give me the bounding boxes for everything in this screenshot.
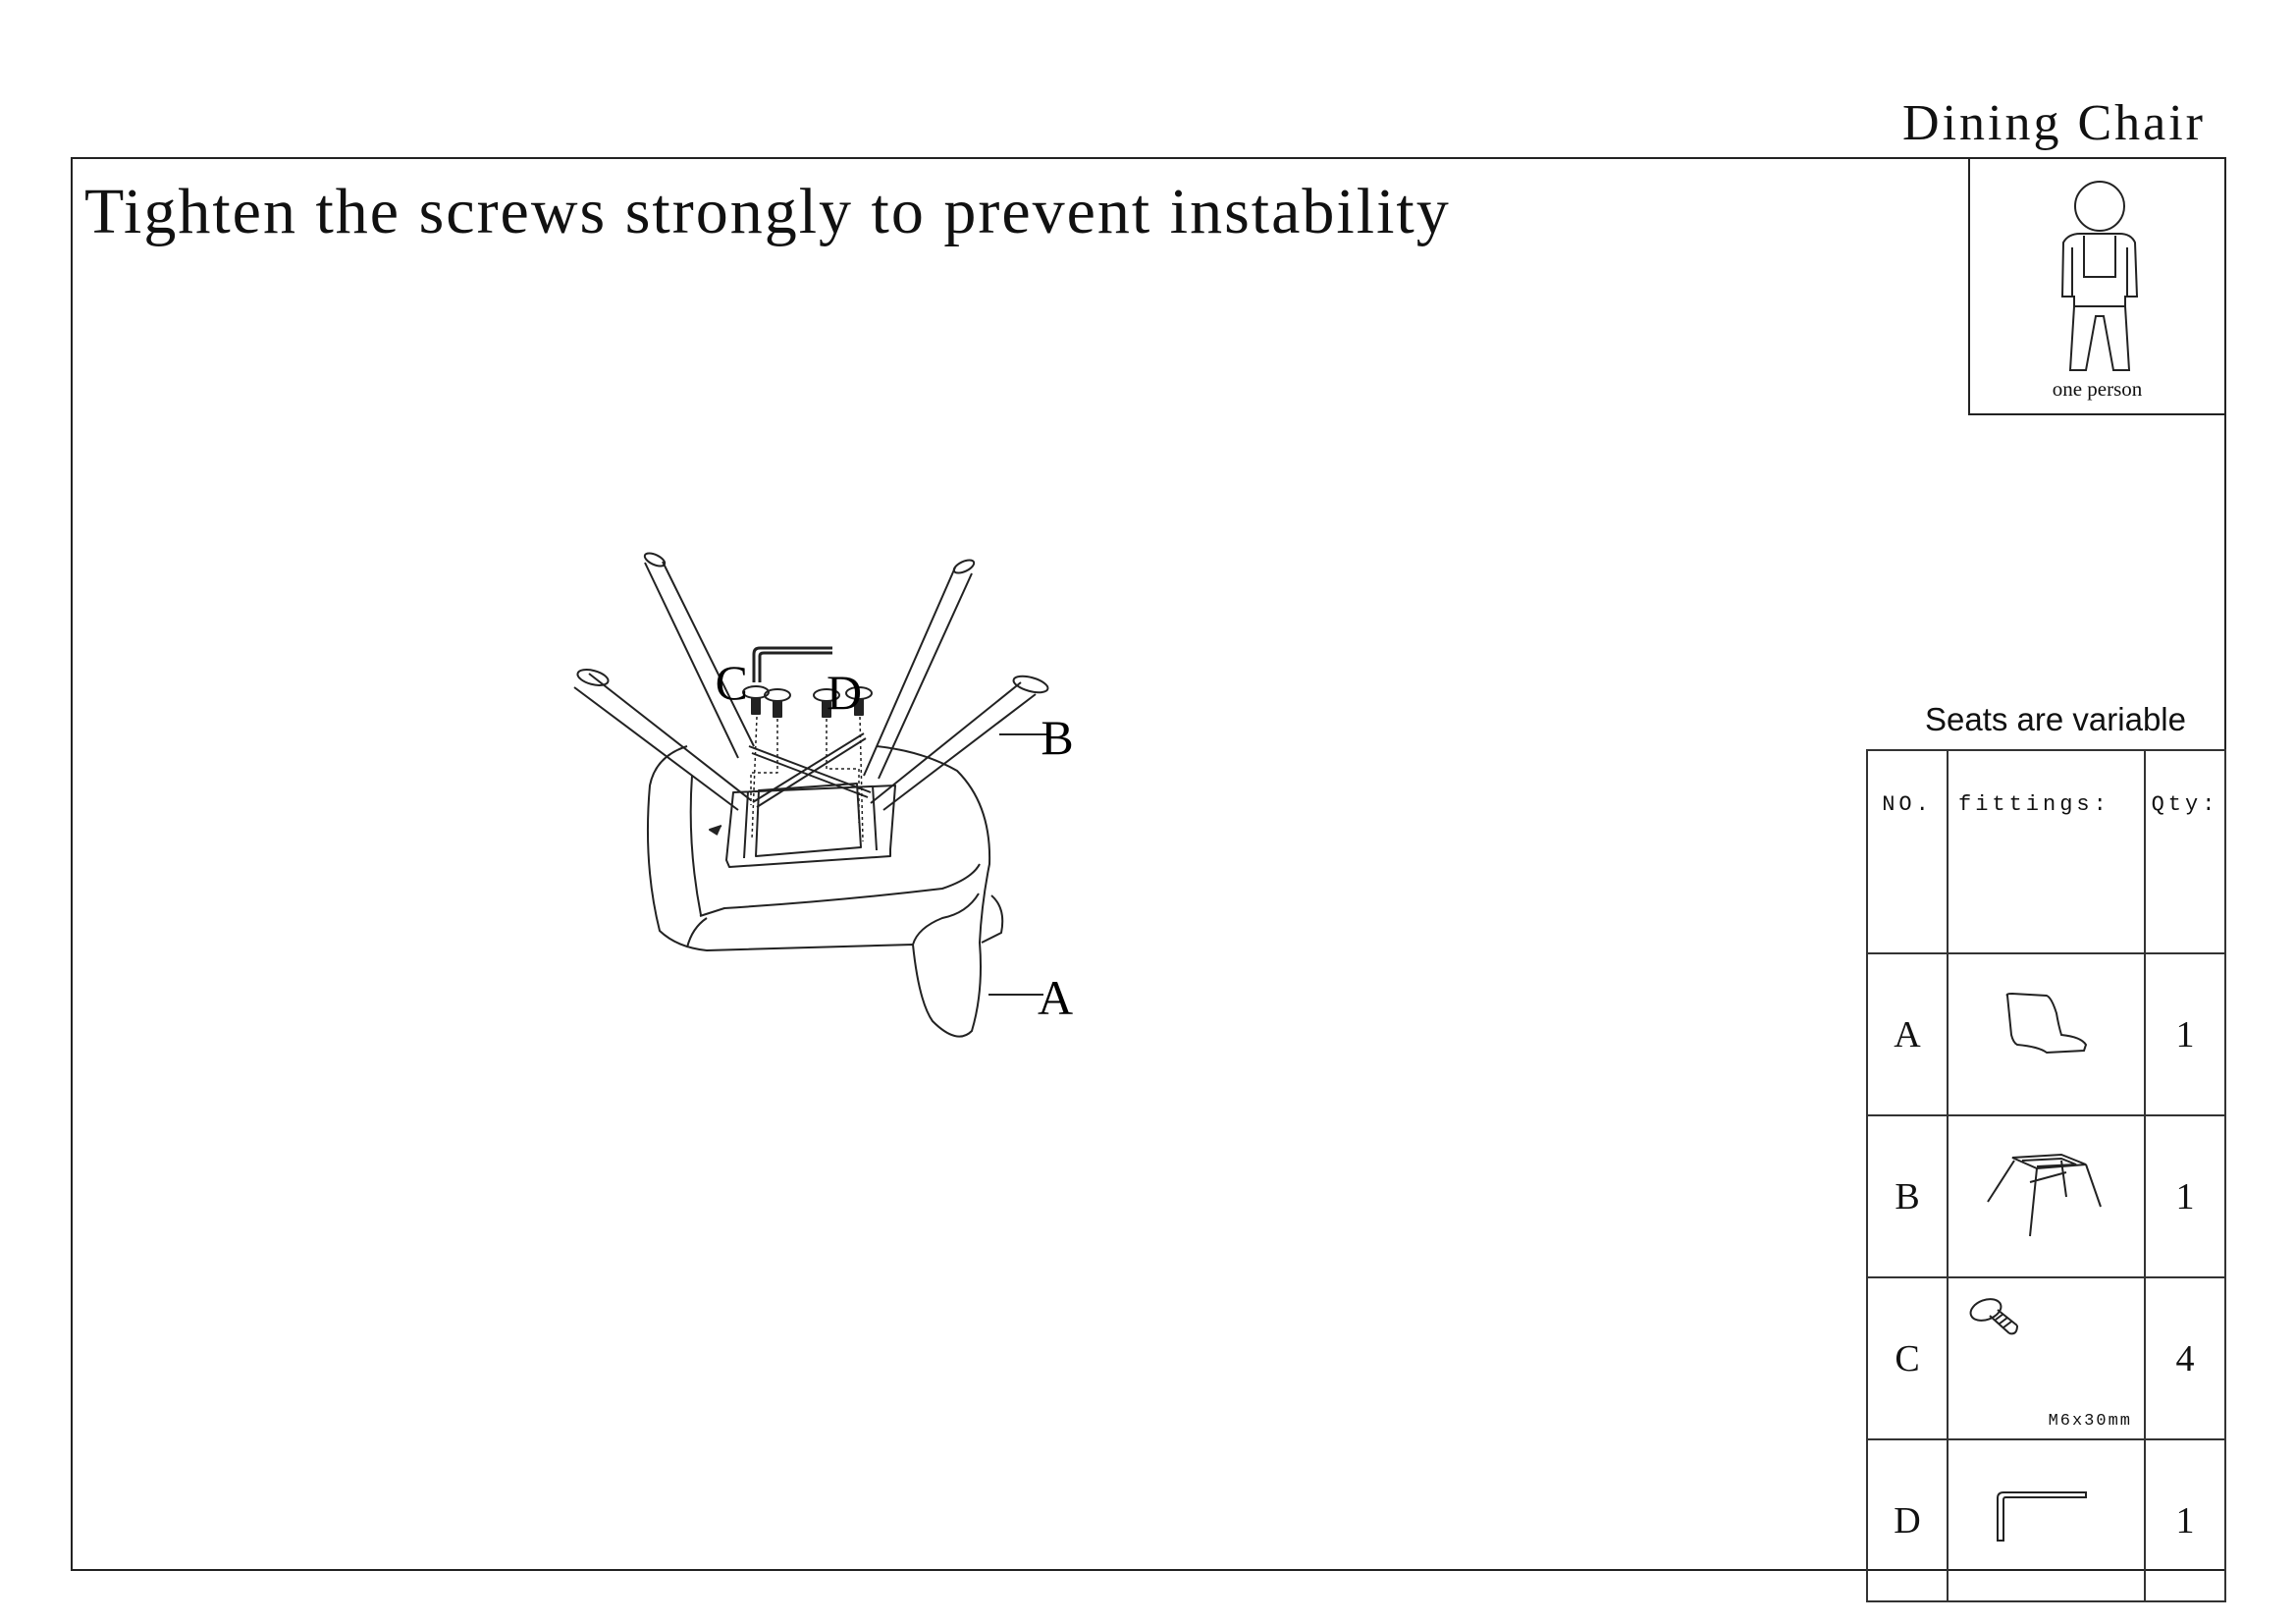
seat-icon <box>2005 992 2087 1054</box>
frame-inner <box>755 783 862 857</box>
header-qty: Qty: <box>2144 749 2226 954</box>
leg-back-right <box>863 567 973 780</box>
row-no: C <box>1866 1276 1949 1440</box>
table-header-row: NO. fittings: Qty: <box>1866 749 2226 954</box>
label-d: D <box>827 665 862 720</box>
page-frame <box>71 157 2226 1571</box>
row-no: B <box>1866 1114 1949 1278</box>
label-b: B <box>1041 710 1073 765</box>
table-row: D 1 <box>1866 1438 2226 1602</box>
row-no: A <box>1866 952 1949 1116</box>
instruction-heading: Tighten the screws strongly to prevent i… <box>84 176 1451 247</box>
row-qty: 4 <box>2144 1276 2226 1440</box>
row-qty: 1 <box>2144 1438 2226 1602</box>
person-label: one person <box>2052 377 2143 401</box>
header-fittings: fittings: <box>1947 749 2146 954</box>
leg-front-left <box>573 673 752 811</box>
row-fitting <box>1947 1114 2146 1278</box>
label-a: A <box>1038 970 1073 1025</box>
frame-outer <box>725 785 896 868</box>
row-fitting: M6x30mm <box>1947 1276 2146 1440</box>
person-icon <box>2060 181 2139 371</box>
label-c: C <box>716 655 748 710</box>
table-row: C M6x30mm 4 <box>1866 1276 2226 1440</box>
row-no: D <box>1866 1438 1949 1602</box>
table-row: B 1 <box>1866 1114 2226 1278</box>
seats-note: Seats are variable <box>1925 701 2186 737</box>
leg-back-left <box>644 561 755 759</box>
seat-shell <box>646 745 991 1038</box>
row-qty: 1 <box>2144 952 2226 1116</box>
screws <box>742 685 873 718</box>
allen-key-icon <box>1996 1490 2087 1542</box>
leg-front-right <box>870 681 1037 811</box>
header-no: NO. <box>1866 749 1949 954</box>
row-fitting <box>1947 1438 2146 1602</box>
allen-key <box>752 646 832 682</box>
leg-frame-icon <box>1986 1153 2102 1236</box>
screw-icon <box>1969 1298 2018 1335</box>
screw-spec: M6x30mm <box>2048 1412 2132 1431</box>
fittings-table: NO. fittings: Qty: A 1 B 1 C M6x30mm 4 D… <box>1866 749 2226 1602</box>
document-title: Dining Chair <box>1902 95 2206 151</box>
row-qty: 1 <box>2144 1114 2226 1278</box>
table-row: A 1 <box>1866 952 2226 1116</box>
person-requirement-box: one person <box>1968 157 2226 415</box>
row-fitting <box>1947 952 2146 1116</box>
